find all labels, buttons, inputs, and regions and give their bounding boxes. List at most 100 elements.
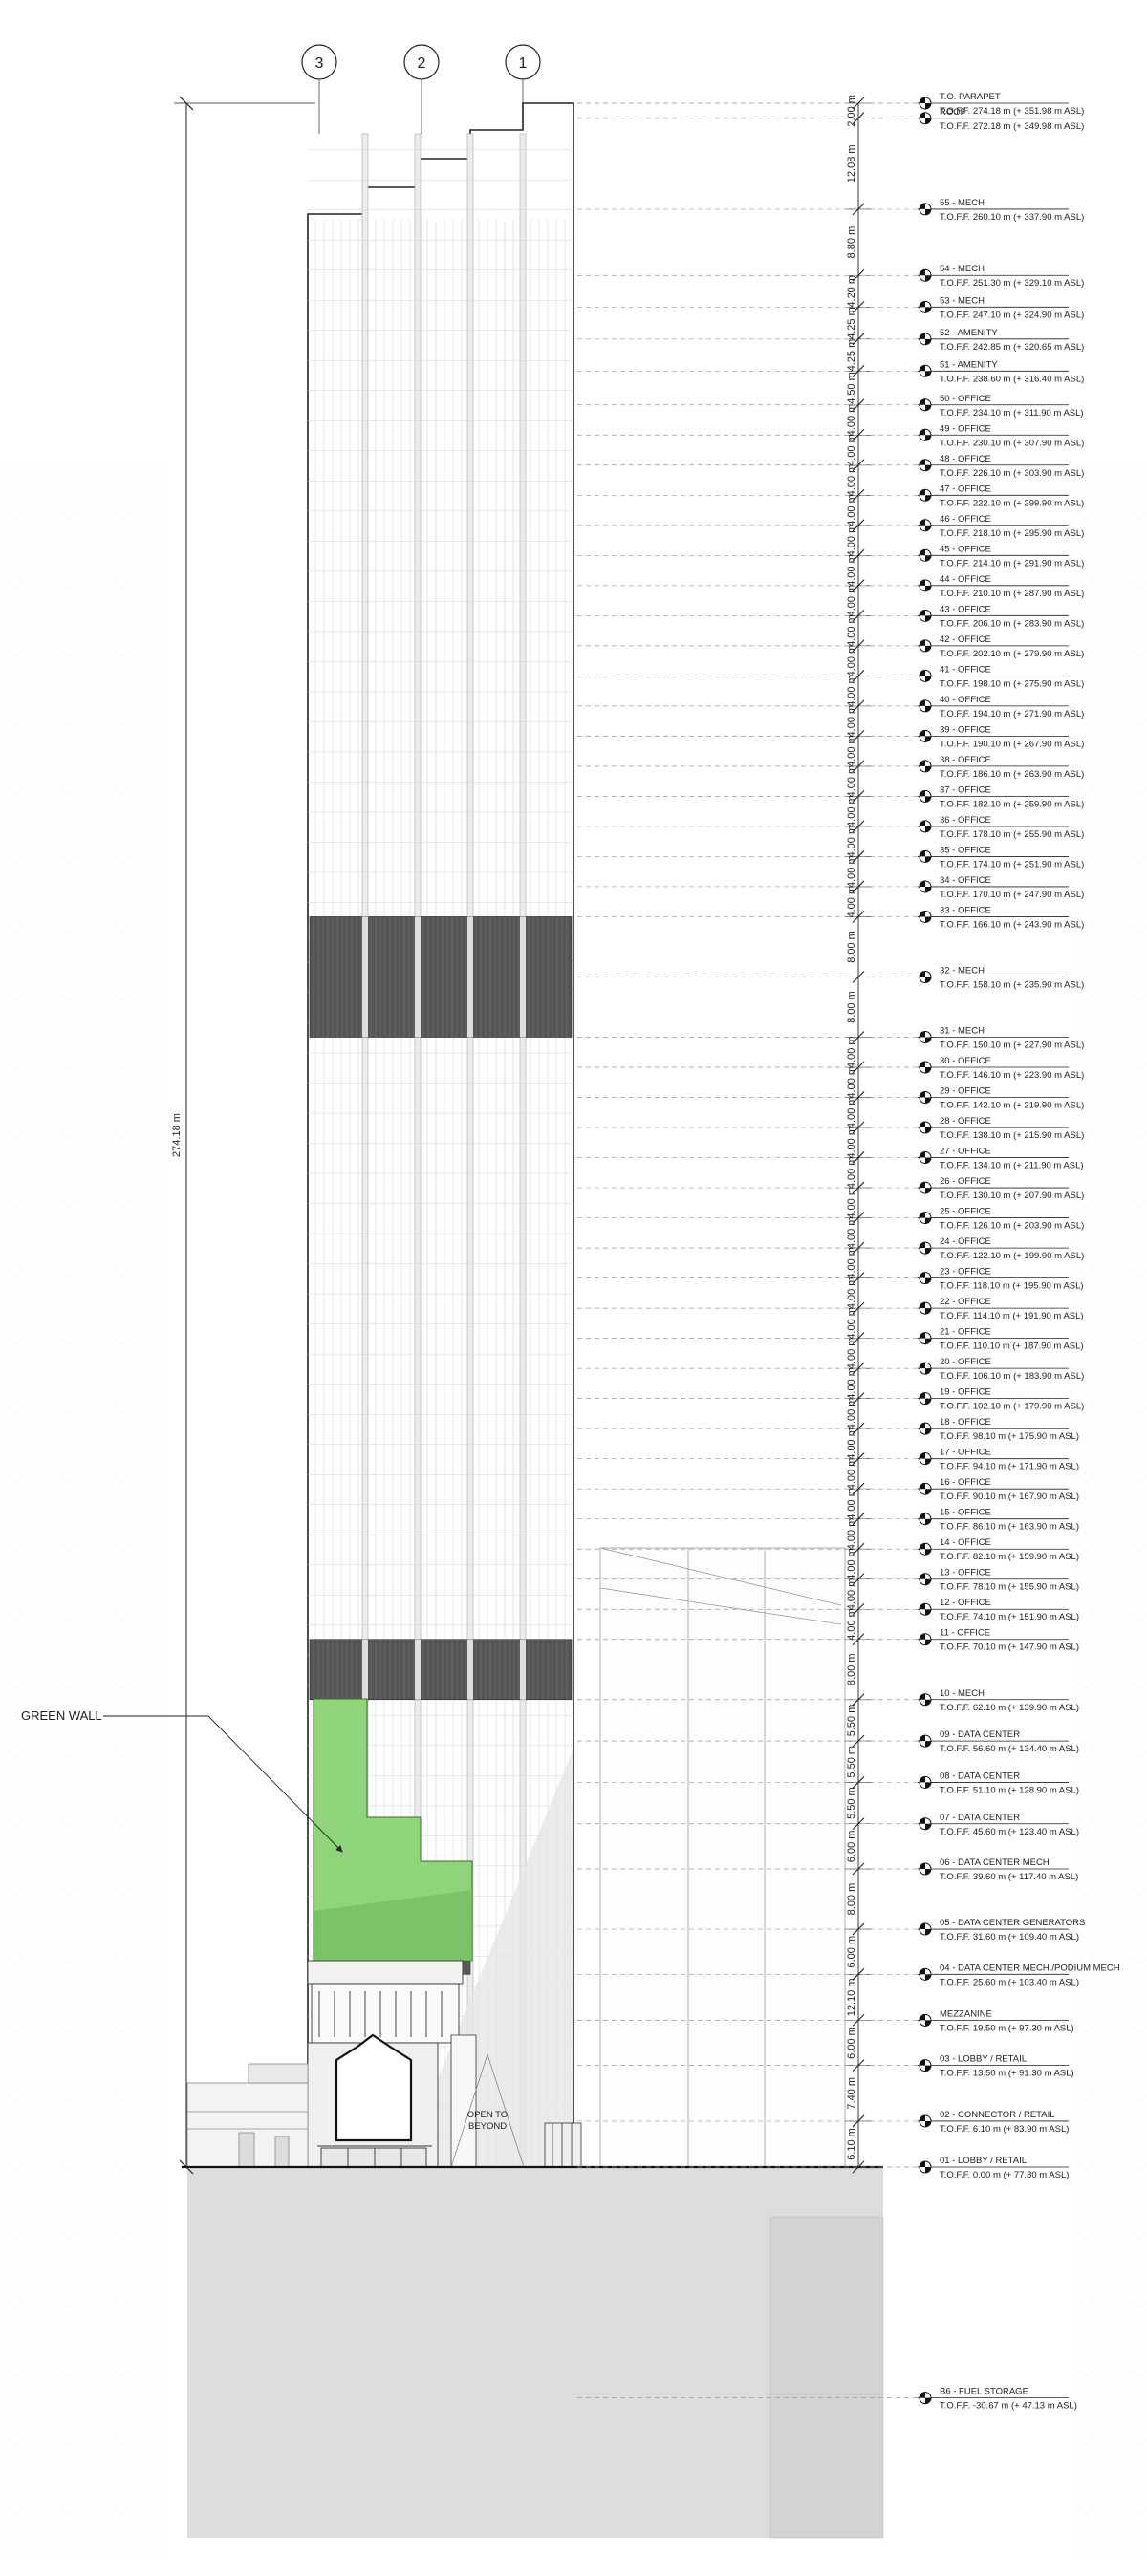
dimension-value: 4.00 m [846, 554, 857, 587]
level-name: 31 - MECH [940, 1026, 985, 1037]
level-name: 21 - OFFICE [940, 1327, 991, 1338]
level-target-fill [920, 1543, 932, 1556]
level-name: 03 - LOBBY / RETAIL [940, 2054, 1027, 2065]
level-target-fill [920, 1031, 932, 1043]
level-elevation: T.O.F.F. 122.10 m (+ 199.90 m ASL) [940, 1251, 1084, 1261]
level-target-fill [920, 301, 932, 313]
dimension-value: 4.00 m [846, 1398, 857, 1430]
level-elevation: T.O.F.F. 45.60 m (+ 123.40 m ASL) [940, 1827, 1079, 1837]
level-elevation: T.O.F.F. 25.60 m (+ 103.40 m ASL) [940, 1977, 1079, 1987]
dimension-value: 4.00 m [846, 645, 857, 677]
level-marker: 04 - DATA CENTER MECH./PODIUM MECH T.O.F.… [577, 1963, 1120, 1987]
level-target-fill [920, 1091, 932, 1104]
dimension-value: 4.00 m [846, 1367, 857, 1400]
level-target-fill [920, 489, 932, 502]
level-elevation: T.O.F.F. 206.10 m (+ 283.90 m ASL) [940, 618, 1084, 629]
dimension-value: 4.00 m [846, 1187, 857, 1219]
level-name: 14 - OFFICE [940, 1537, 991, 1548]
level-name: 09 - DATA CENTER [940, 1729, 1020, 1740]
level-name: 16 - OFFICE [940, 1477, 991, 1488]
level-marker: 07 - DATA CENTER T.O.F.F. 45.60 m (+ 123.… [577, 1813, 1079, 1837]
level-elevation: T.O.F.F. 234.10 m (+ 311.90 m ASL) [940, 408, 1084, 419]
level-name: 39 - OFFICE [940, 724, 991, 735]
level-target-fill [920, 790, 932, 803]
grid-bubble-3: 3 [301, 44, 337, 134]
dimension-value: 4.00 m [846, 886, 857, 918]
level-target-fill [920, 699, 932, 712]
dimension-value: 4.00 m [846, 404, 857, 437]
dimension-value: 8.00 m [846, 931, 857, 963]
level-name: 07 - DATA CENTER [940, 1813, 1020, 1823]
dimension-value: 4.50 m [846, 372, 857, 404]
level-name: 43 - OFFICE [940, 604, 991, 614]
grid-markers: 3 2 1 [301, 44, 541, 134]
open-to-beyond-line-2: BEYOND [468, 2121, 507, 2132]
level-target-fill [920, 269, 932, 282]
dimension-value: 4.00 m [846, 675, 857, 707]
level-target-fill [920, 1392, 932, 1405]
level-target-fill [920, 1603, 932, 1616]
level-elevation: T.O.F.F. 114.10 m (+ 191.90 m ASL) [940, 1311, 1084, 1321]
level-elevation: T.O.F.F. 13.50 m (+ 91.30 m ASL) [940, 2069, 1074, 2079]
level-name: 04 - DATA CENTER MECH./PODIUM MECH [940, 1963, 1120, 1973]
dimension-value: 4.00 m [846, 795, 857, 827]
level-elevation: T.O.F.F. 134.10 m (+ 211.90 m ASL) [940, 1161, 1084, 1171]
level-target-fill [920, 2114, 932, 2127]
level-target-fill [920, 1633, 932, 1645]
level-elevation: T.O.F.F. 98.10 m (+ 175.90 m ASL) [940, 1431, 1079, 1442]
level-elevation: T.O.F.F. 247.10 m (+ 324.90 m ASL) [940, 310, 1084, 320]
level-marker: 43 - OFFICE T.O.F.F. 206.10 m (+ 283.90 m… [577, 604, 1084, 629]
level-elevation: T.O.F.F. 126.10 m (+ 203.90 m ASL) [940, 1221, 1084, 1232]
dimension-value: 6.10 m [846, 2128, 857, 2160]
level-elevation: T.O.F.F. 56.60 m (+ 134.40 m ASL) [940, 1744, 1079, 1754]
level-target-fill [920, 112, 932, 124]
green-wall-callout: GREEN WALL [21, 1708, 343, 1853]
level-name: 52 - AMENITY [940, 328, 998, 338]
level-target-fill [920, 579, 932, 591]
level-target-fill [920, 1483, 932, 1495]
dimension-value: 5.50 m [846, 1746, 857, 1778]
level-target-fill [920, 1573, 932, 1585]
dimension-ticks: 2.00 m12.08 m8.80 m4.20 m4.25 m4.25 m4.5… [845, 95, 872, 2174]
level-elevation: T.O.F.F. 230.10 m (+ 307.90 m ASL) [940, 438, 1084, 448]
level-elevation: T.O.F.F. 138.10 m (+ 215.90 m ASL) [940, 1130, 1084, 1141]
level-elevation: T.O.F.F. 238.60 m (+ 316.40 m ASL) [940, 374, 1084, 384]
level-target-fill [920, 850, 932, 863]
dimension-value: 4.00 m [846, 1578, 857, 1611]
level-target-fill [920, 1923, 932, 1936]
level-target-fill [920, 1363, 932, 1375]
level-name: 48 - OFFICE [940, 454, 991, 464]
dimension-value: 4.00 m [846, 705, 857, 738]
dimension-value: 4.00 m [846, 826, 857, 858]
grid-bubble-1: 1 [505, 44, 541, 134]
level-name: 54 - MECH [940, 264, 985, 274]
level-elevation: T.O.F.F. 78.10 m (+ 155.90 m ASL) [940, 1582, 1079, 1593]
tower-shadow [401, 1749, 574, 2167]
below-grade-shaft [769, 2216, 884, 2539]
level-target-fill [920, 1452, 932, 1465]
level-elevation: T.O.F.F. 222.10 m (+ 299.90 m ASL) [940, 498, 1084, 508]
level-target-fill [920, 97, 931, 109]
level-name: 55 - MECH [940, 198, 985, 208]
level-elevation: T.O.F.F. 86.10 m (+ 163.90 m ASL) [940, 1522, 1079, 1533]
level-elevation: T.O.F.F. 202.10 m (+ 279.90 m ASL) [940, 649, 1084, 659]
open-to-beyond-line-1: OPEN TO [467, 2110, 508, 2120]
level-target-fill [920, 1735, 932, 1748]
level-elevation: T.O.F.F. -30.67 m (+ 47.13 m ASL) [940, 2401, 1077, 2412]
